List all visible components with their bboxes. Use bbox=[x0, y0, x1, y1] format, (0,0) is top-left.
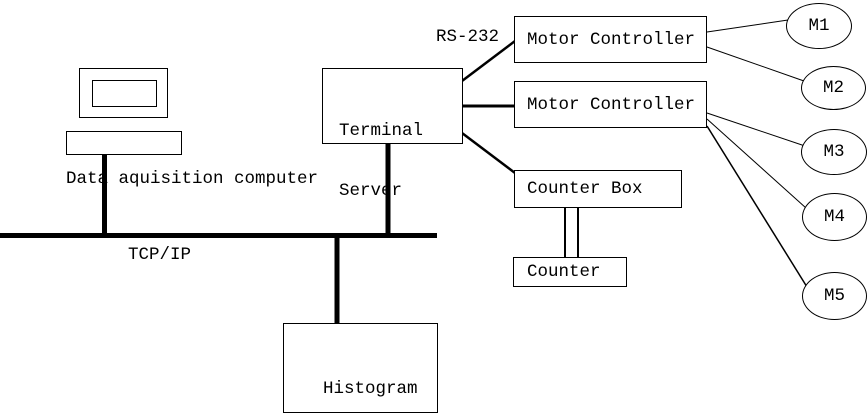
motor-controller-1-box: Motor Controller bbox=[514, 16, 707, 63]
mc1-m2-line bbox=[706, 46, 805, 82]
terminal-server-box: Terminal Server bbox=[322, 68, 463, 201]
counter-node-box: Counter bbox=[513, 257, 627, 287]
histogram-memory-box: Histogram Memory bbox=[283, 323, 438, 413]
motor-m5-label: M5 bbox=[823, 286, 845, 306]
motor-controller-2-label: Motor Controller bbox=[527, 94, 696, 115]
mc2-m3-line bbox=[706, 112, 806, 147]
motor-m4-label: M4 bbox=[823, 207, 845, 227]
motor-m2-label: M2 bbox=[822, 78, 844, 98]
motor-controller-1-label: Motor Controller bbox=[527, 29, 696, 50]
monitor-screen-icon bbox=[92, 80, 157, 107]
motor-m3-node: M3 bbox=[801, 129, 867, 175]
histogram-memory-label-line1: Histogram bbox=[323, 379, 418, 399]
motor-m4-node: M4 bbox=[802, 193, 867, 241]
motor-m2-node: M2 bbox=[801, 66, 866, 110]
motor-controller-2-box: Motor Controller bbox=[514, 81, 707, 128]
motor-m5-node: M5 bbox=[802, 272, 867, 320]
counter-label: Counter bbox=[527, 262, 601, 282]
terminal-counterbox-line bbox=[461, 132, 516, 174]
keyboard-icon bbox=[66, 131, 182, 155]
tcp-ip-label: TCP/IP bbox=[128, 245, 192, 265]
mc1-m1-line bbox=[706, 19, 789, 33]
terminal-server-label-line1: Terminal bbox=[339, 121, 424, 141]
terminal-server-label-line2: Server bbox=[339, 181, 403, 201]
motor-m1-label: M1 bbox=[808, 16, 830, 36]
mc2-m5-line bbox=[706, 125, 808, 288]
rs-232-label: RS-232 bbox=[436, 27, 500, 47]
counter-box-label: Counter Box bbox=[527, 179, 643, 199]
counter-box: Counter Box bbox=[514, 170, 682, 208]
motor-m1-node: M1 bbox=[786, 3, 852, 49]
motor-m3-label: M3 bbox=[823, 142, 845, 162]
mc2-m4-line bbox=[706, 118, 807, 209]
rs232-link-line bbox=[461, 40, 516, 82]
computer-label: Data aquisition computer bbox=[66, 169, 319, 189]
